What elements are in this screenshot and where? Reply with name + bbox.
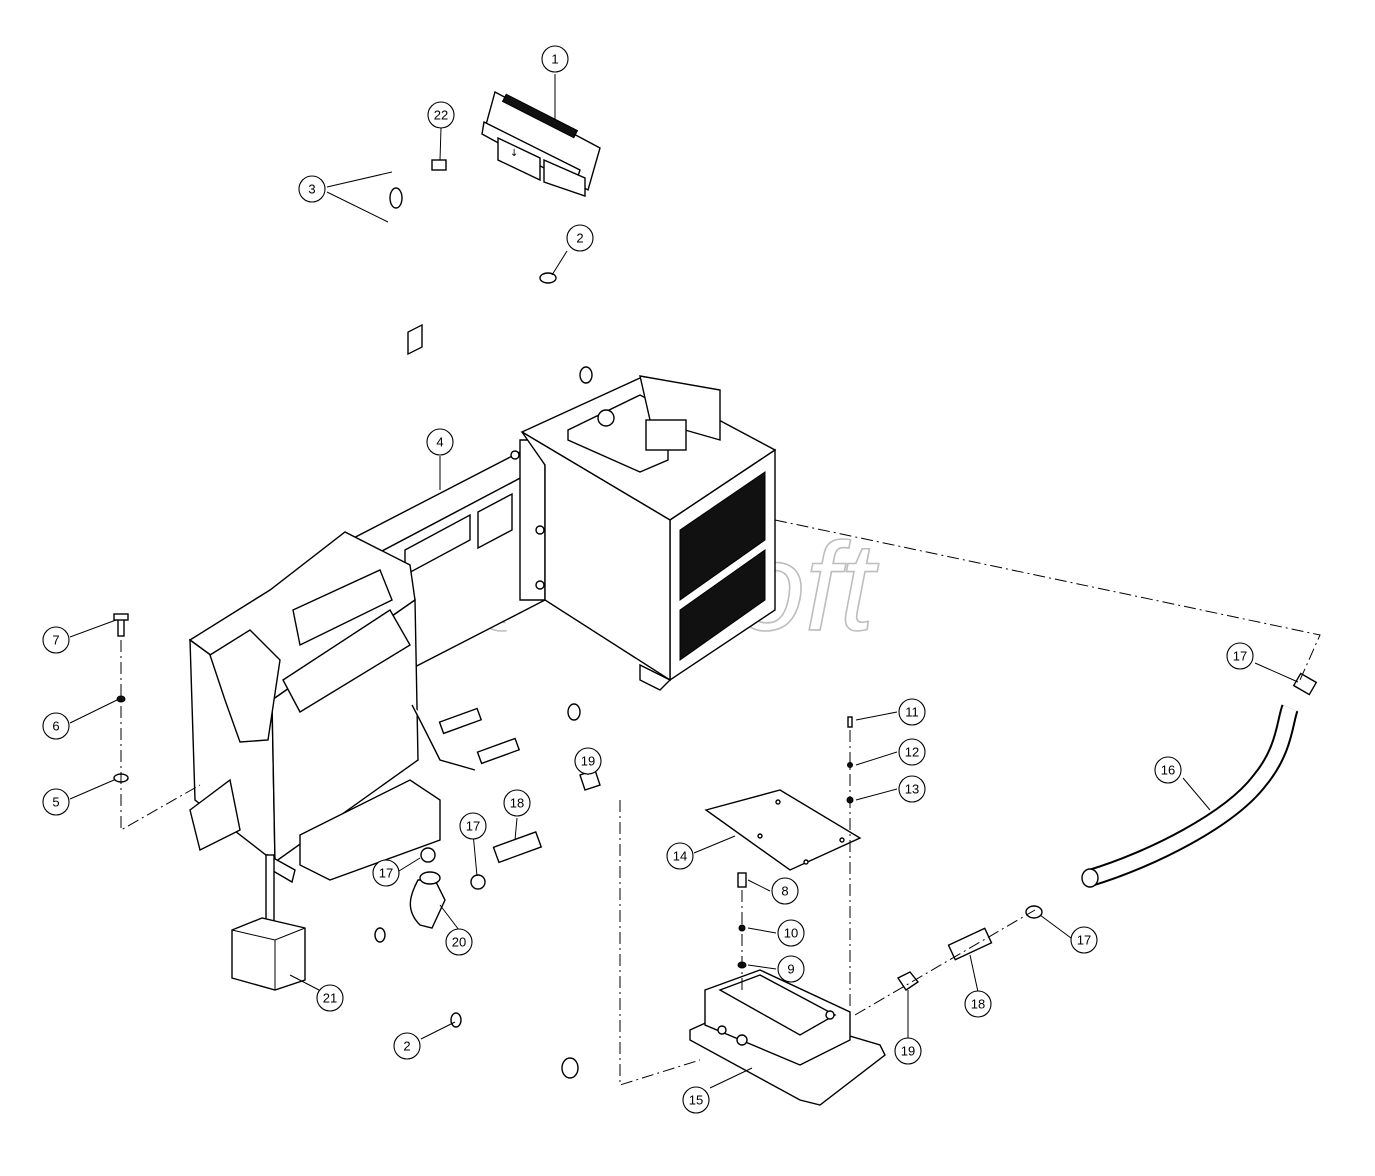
callout-4: 4	[426, 428, 454, 456]
callout-8: 8	[771, 877, 799, 905]
svg-text:11: 11	[905, 705, 919, 720]
callout-14: 14	[666, 842, 694, 870]
callout-3: 3	[298, 175, 326, 203]
callout-17-left: 17	[372, 859, 400, 887]
callout-20: 20	[445, 928, 473, 956]
callout-17-right-bottom: 17	[1070, 926, 1098, 954]
svg-text:↓: ↓	[510, 148, 518, 159]
callout-13: 13	[898, 775, 926, 803]
assembly-lines	[120, 519, 1321, 1086]
callout-5: 5	[42, 788, 70, 816]
callout-18-left: 18	[503, 789, 531, 817]
svg-text:18: 18	[510, 796, 524, 811]
svg-text:2: 2	[403, 1039, 410, 1054]
callout-7: 7	[42, 626, 70, 654]
callout-19-left: 19	[574, 747, 602, 775]
svg-text:17: 17	[1077, 933, 1091, 948]
svg-text:17: 17	[1233, 649, 1247, 664]
callout-1: 1	[541, 45, 569, 73]
mounting-bracket	[689, 969, 886, 1106]
svg-text:17: 17	[379, 866, 393, 881]
svg-text:12: 12	[905, 745, 919, 760]
callout-10: 10	[777, 919, 805, 947]
svg-text:5: 5	[52, 795, 59, 810]
svg-text:15: 15	[689, 1093, 703, 1108]
svg-text:8: 8	[781, 884, 788, 899]
callout-22: 22	[427, 101, 455, 129]
callout-2-bottom: 2	[393, 1032, 421, 1060]
svg-text:2: 2	[576, 231, 583, 246]
wire-harness	[342, 159, 593, 1079]
hose-fittings	[409, 704, 601, 929]
callout-11: 11	[898, 698, 926, 726]
callout-17-mid: 17	[459, 812, 487, 840]
svg-text:22: 22	[434, 108, 448, 123]
svg-text:10: 10	[784, 926, 798, 941]
heater-housing	[188, 531, 441, 884]
svg-text:14: 14	[673, 849, 687, 864]
svg-text:1: 1	[551, 52, 558, 67]
callout-16: 16	[1154, 756, 1182, 784]
svg-text:13: 13	[905, 782, 919, 797]
callout-9: 9	[777, 955, 805, 983]
svg-text:9: 9	[787, 962, 794, 977]
callout-17-right-top: 17	[1226, 642, 1254, 670]
svg-text:17: 17	[466, 819, 480, 834]
svg-text:21: 21	[323, 991, 337, 1006]
svg-text:20: 20	[452, 935, 466, 950]
callout-2-top: 2	[566, 224, 594, 252]
svg-text:19: 19	[581, 754, 595, 769]
leader-lines	[69, 74, 1299, 1089]
callout-18-right: 18	[964, 990, 992, 1018]
callout-12: 12	[898, 738, 926, 766]
svg-text:3: 3	[308, 182, 315, 197]
callout-15: 15	[682, 1086, 710, 1114]
callout-21: 21	[316, 984, 344, 1012]
svg-text:7: 7	[52, 633, 59, 648]
svg-text:4: 4	[436, 435, 443, 450]
hose-right	[896, 672, 1318, 991]
callout-6: 6	[42, 712, 70, 740]
heat-exchanger	[520, 375, 777, 691]
mounting-block	[231, 854, 306, 991]
svg-text:6: 6	[52, 719, 59, 734]
switch-panel: ↓	[481, 90, 601, 197]
svg-text:19: 19	[901, 1044, 915, 1059]
svg-text:16: 16	[1161, 763, 1175, 778]
cover-plate	[704, 789, 862, 871]
svg-text:18: 18	[971, 997, 985, 1012]
callout-19-right: 19	[894, 1037, 922, 1065]
